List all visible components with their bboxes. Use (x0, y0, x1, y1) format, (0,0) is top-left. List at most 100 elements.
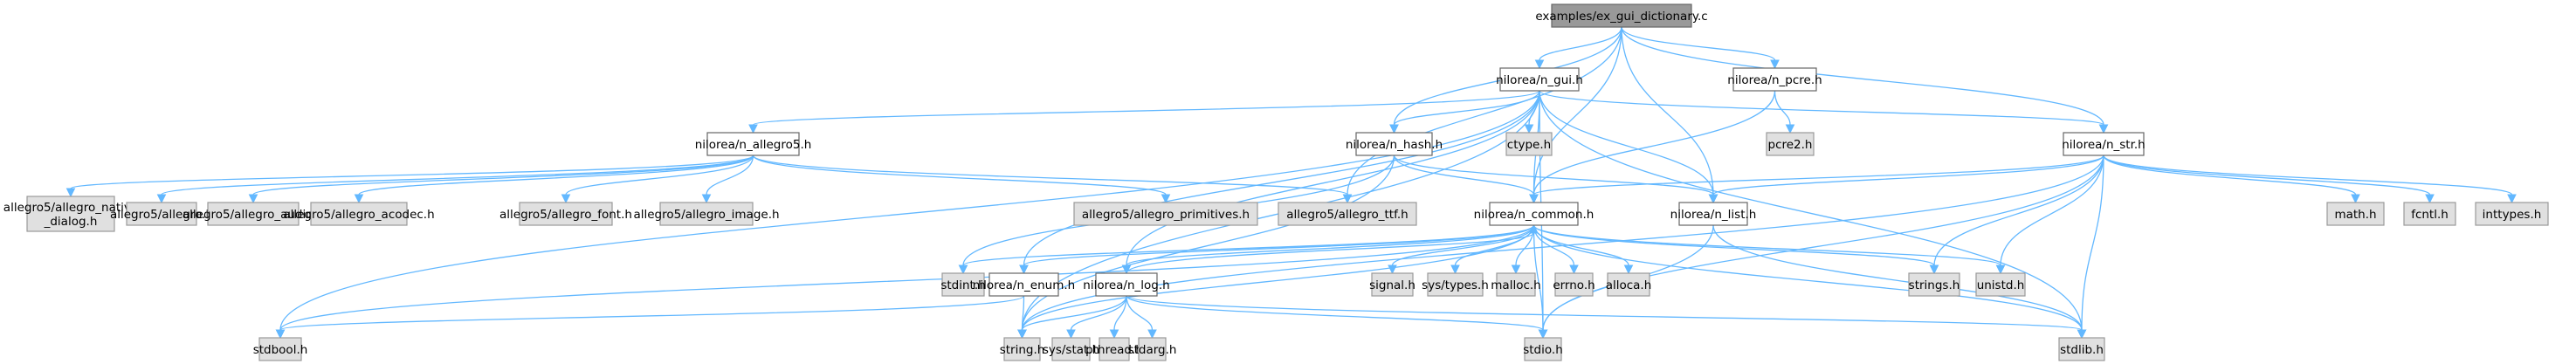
node-systypes[interactable]: sys/types.h (1422, 272, 1489, 297)
node-box (1554, 272, 1594, 297)
node-stdint[interactable]: stdint.h (940, 272, 986, 297)
arrowhead-n_str-to-n_common (1529, 194, 1539, 204)
node-unistd[interactable]: unistd.h (1975, 272, 2026, 297)
edge-n_allegro5-to-al_prim (752, 155, 1167, 196)
node-box (1524, 337, 1562, 361)
node-al_audio[interactable]: allegro5/allegro_audio.h (183, 202, 324, 226)
node-label: nilorea/n_allegro5.h (695, 138, 812, 152)
node-box (1278, 202, 1417, 226)
node-strings[interactable]: strings.h (1908, 272, 1960, 297)
node-stdio[interactable]: stdio.h (1523, 337, 1563, 361)
node-errno[interactable]: errno.h (1553, 272, 1595, 297)
arrowhead-n_log-to-string (1017, 329, 1027, 340)
node-label: strings.h (1909, 278, 1960, 292)
node-math[interactable]: math.h (2326, 202, 2385, 226)
node-box (310, 202, 408, 226)
arrowhead-n_common-to-systypes (1450, 264, 1460, 275)
node-n_pcre[interactable]: nilorea/n_pcre.h (1727, 67, 1822, 92)
node-label: nilorea/n_pcre.h (1727, 73, 1822, 87)
node-n_list[interactable]: nilorea/n_list.h (1670, 202, 1757, 226)
edge-n_gui-to-stdbool (279, 90, 1540, 331)
node-label: pcre2.h (1768, 138, 1813, 152)
arrowhead-n_common-to-strings (1929, 264, 1939, 275)
node-label: sys/types.h (1422, 278, 1489, 292)
node-pthread[interactable]: pthread.h (1085, 337, 1143, 361)
node-root[interactable]: examples/ex_gui_dictionary.c (1535, 3, 1708, 28)
edge-n_str-to-n_list (1712, 155, 2104, 196)
node-box (1732, 67, 1817, 92)
node-string[interactable]: string.h (1000, 337, 1045, 361)
node-label: allegro5/allegro_primitives.h (1082, 208, 1250, 222)
node-n_str[interactable]: nilorea/n_str.h (2062, 132, 2146, 156)
edge-n_str-to-stdlib (2081, 155, 2104, 331)
node-malloc[interactable]: malloc.h (1491, 272, 1541, 297)
node-stdbool[interactable]: stdbool.h (253, 337, 308, 361)
node-box (2063, 132, 2145, 156)
node-label: pthread.h (1085, 343, 1143, 357)
node-box (1496, 272, 1536, 297)
node-al_allegro[interactable]: allegro5/allegro.h (110, 202, 213, 226)
edge-n_gui-to-n_hash (1393, 90, 1540, 126)
node-n_allegro5[interactable]: nilorea/n_allegro5.h (695, 132, 812, 156)
node-box (1766, 132, 1815, 156)
node-fcntl[interactable]: fcntl.h (2403, 202, 2456, 226)
node-label: allegro5/allegro_audio.h (183, 208, 324, 222)
edge-n_common-to-stdbool (279, 224, 1535, 331)
node-label: malloc.h (1491, 278, 1540, 292)
edge-n_str-to-unistd (2000, 155, 2104, 266)
node-box (2058, 337, 2105, 361)
edge-n_enum-to-string (1021, 295, 1025, 331)
node-n_enum[interactable]: nilorea/n_enum.h (973, 272, 1075, 297)
node-al_image[interactable]: allegro5/allegro_image.h (633, 202, 780, 226)
node-box (659, 202, 754, 226)
edge-n_log-to-stdarg (1126, 295, 1154, 331)
node-label: stdlib.h (2060, 343, 2104, 357)
node-alloca[interactable]: alloca.h (1606, 272, 1652, 297)
node-sysstat[interactable]: sys/stat.h (1043, 337, 1099, 361)
node-label: string.h (1000, 343, 1045, 357)
node-label: nilorea/n_common.h (1474, 208, 1595, 222)
edge-n_str-to-n_common (1533, 155, 2104, 196)
edge-n_enum-to-stdbool (279, 295, 1025, 331)
arrowhead-root-to-n_gui (1534, 59, 1545, 70)
edge-root-to-n_list (1621, 26, 1714, 196)
node-n_hash[interactable]: nilorea/n_hash.h (1346, 132, 1443, 156)
node-box (1908, 272, 1960, 297)
arrowhead-n_allegro5-to-al_native (65, 188, 76, 198)
node-inttypes[interactable]: inttypes.h (2475, 202, 2549, 226)
arrowhead-n_allegro5-to-al_prim (1161, 194, 1171, 204)
node-al_font[interactable]: allegro5/allegro_font.h (499, 202, 632, 226)
node-n_log[interactable]: nilorea/n_log.h (1083, 272, 1170, 297)
node-label: nilorea/n_enum.h (973, 278, 1075, 292)
node-box (26, 196, 115, 232)
node-pcre2[interactable]: pcre2.h (1766, 132, 1815, 156)
edge-n_gui-to-stdlib (1539, 90, 2083, 331)
node-stdlib[interactable]: stdlib.h (2058, 337, 2105, 361)
node-n_gui[interactable]: nilorea/n_gui.h (1496, 67, 1583, 92)
node-stdarg[interactable]: stdarg.h (1128, 337, 1177, 361)
node-al_native[interactable]: allegro5/allegro_native_dialog.h (3, 196, 138, 232)
edge-n_common-to-signal (1391, 224, 1535, 266)
node-signal[interactable]: signal.h (1369, 272, 1415, 297)
arrowhead-n_common-to-n_enum (1019, 264, 1029, 275)
edge-n_allegro5-to-al_allegro (161, 155, 754, 196)
node-label: allegro5/allegro_native (3, 201, 138, 215)
arrowhead-n_common-to-n_log (1121, 264, 1132, 275)
node-box (2475, 202, 2549, 226)
node-al_ttf[interactable]: allegro5/allegro_ttf.h (1278, 202, 1417, 226)
node-label: allegro5/allegro_font.h (499, 208, 632, 222)
arrowhead-n_str-to-n_list (1708, 194, 1718, 204)
node-box (258, 337, 302, 361)
node-label: stdbool.h (253, 343, 308, 357)
node-n_common[interactable]: nilorea/n_common.h (1474, 202, 1595, 226)
node-label: signal.h (1369, 278, 1415, 292)
node-ctype[interactable]: ctype.h (1505, 132, 1553, 156)
edge-n_common-to-stdlib (1533, 224, 2083, 331)
node-al_prim[interactable]: allegro5/allegro_primitives.h (1073, 202, 1258, 226)
edge-n_allegro5-to-al_image (706, 155, 754, 196)
edge-n_allegro5-to-al_audio (252, 155, 754, 196)
node-box (1073, 202, 1258, 226)
arrowhead-n_str-to-fcntl (2425, 194, 2435, 204)
node-al_acodec[interactable]: allegro5/allegro_acodec.h (283, 202, 435, 226)
arrowhead-n_allegro5-to-al_acodec (354, 194, 364, 204)
